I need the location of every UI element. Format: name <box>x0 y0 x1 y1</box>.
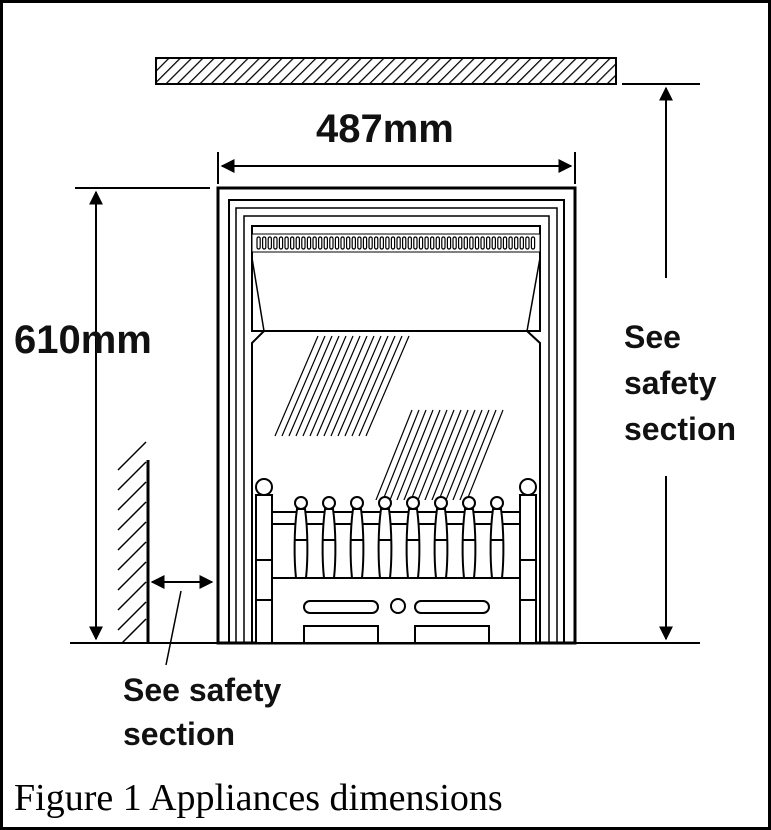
width-label: 487mm <box>316 107 454 151</box>
side-clearance-line-1: See safety <box>123 672 282 708</box>
shelf-clearance-line-3: section <box>624 411 737 447</box>
louvre-vent <box>251 225 541 332</box>
shelf-clearance-line-2: safety <box>624 365 717 401</box>
mantel-shelf <box>155 57 617 85</box>
shelf-clearance-label: See safety section <box>624 314 736 452</box>
side-wall <box>117 441 150 644</box>
height-label: 610mm <box>14 318 152 362</box>
shelf-clearance-line-1: See <box>624 319 681 355</box>
side-clearance-line-2: section <box>123 716 236 752</box>
shelf-clearance-dimension <box>622 83 700 641</box>
height-dimension <box>75 187 210 641</box>
glass-window <box>251 330 541 644</box>
width-dimension <box>217 152 576 184</box>
figure-caption: Figure 1 Appliances dimensions <box>14 777 503 819</box>
side-clearance-label: See safety section <box>123 668 281 756</box>
side-clearance-dimension <box>150 575 214 666</box>
fuel-bed <box>255 478 537 644</box>
